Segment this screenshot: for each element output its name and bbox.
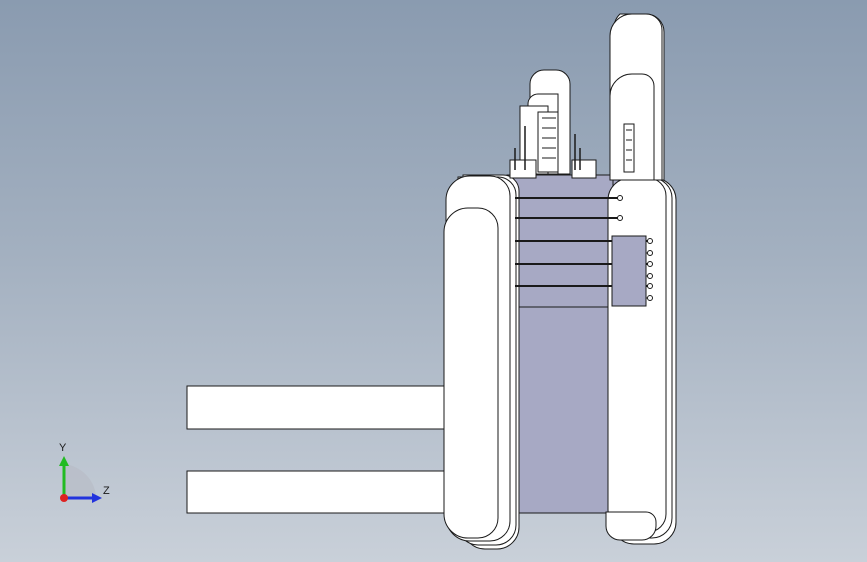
right-upright-back-1: [607, 177, 667, 533]
bar-knob: [617, 215, 623, 221]
triad-graphic: [59, 456, 102, 503]
bar-knob: [647, 238, 653, 244]
bar-knob: [647, 283, 653, 289]
z-axis-label: Z: [103, 485, 110, 497]
left-upright-front: [443, 207, 499, 539]
bar-knob: [647, 295, 653, 301]
y-axis-label: Y: [59, 442, 67, 454]
bar-knob: [647, 273, 653, 279]
z-axis-arrow: [92, 493, 102, 503]
y-axis-arrow: [59, 456, 69, 466]
bar-knob: [647, 250, 653, 256]
right-upright-foot: [605, 511, 657, 541]
center-mast-block: [537, 111, 559, 173]
x-axis-dot: [60, 494, 68, 502]
right-mast-rail: [623, 123, 635, 173]
top-block-right: [571, 159, 597, 179]
fork-arm-upper: [186, 385, 450, 430]
coordinate-triad: Y Z: [40, 438, 130, 518]
slot-panel: [611, 235, 647, 307]
bar-knob: [617, 195, 623, 201]
top-block-left: [509, 159, 537, 179]
bar-knob: [647, 261, 653, 267]
triad-plane: [64, 464, 96, 498]
fork-arm-lower: [186, 470, 450, 514]
